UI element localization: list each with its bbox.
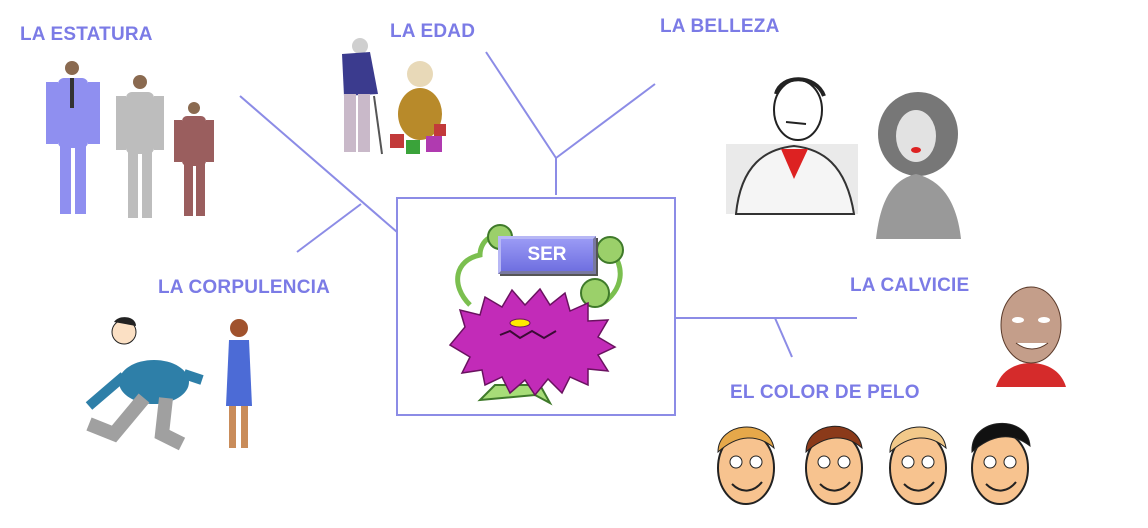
monster-clipart: [448, 224, 624, 406]
elderly-people-clipart: [342, 38, 446, 155]
label-edad: LA EDAD: [390, 21, 476, 42]
walking-couple-clipart: [85, 317, 252, 451]
label-calvicie: LA CALVICIE: [850, 275, 970, 296]
ser-button[interactable]: SER: [498, 236, 596, 274]
label-corpulencia: LA CORPULENCIA: [158, 277, 331, 298]
man-and-woman-clipart: [726, 77, 961, 239]
label-belleza: LA BELLEZA: [660, 16, 780, 37]
label-estatura: LA ESTATURA: [20, 24, 153, 45]
bald-man-clipart: [996, 286, 1066, 387]
men-standing-clipart: [46, 61, 214, 218]
hair-color-faces-clipart: [717, 423, 1031, 505]
label-color-pelo: EL COLOR DE PELO: [730, 382, 920, 403]
